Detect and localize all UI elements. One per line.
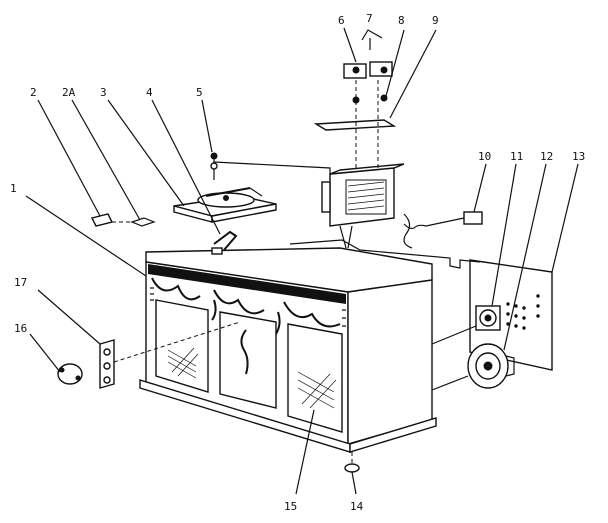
callout-2a: 2A xyxy=(62,86,76,99)
cabinet-foot xyxy=(344,452,360,473)
woofer-speaker xyxy=(467,343,515,389)
callout-9: 9 xyxy=(432,14,439,27)
mounting-bracket xyxy=(313,61,397,168)
callout-1: 1 xyxy=(10,182,17,195)
tweeter-speaker xyxy=(475,305,501,331)
arm-part-4 xyxy=(211,230,238,255)
amplifier-chassis xyxy=(321,163,405,249)
callout-13: 13 xyxy=(572,150,585,163)
callout-10: 10 xyxy=(478,150,491,163)
callout-17: 17 xyxy=(14,276,27,289)
callout-4: 4 xyxy=(146,86,153,99)
callout-11: 11 xyxy=(510,150,523,163)
clip-part-2a xyxy=(112,217,156,227)
hatch-right-panel xyxy=(297,371,337,409)
callout-8: 8 xyxy=(398,14,405,27)
callout-12: 12 xyxy=(540,150,553,163)
vent-holes xyxy=(506,294,540,330)
callout-6: 6 xyxy=(338,14,345,27)
callout-2: 2 xyxy=(30,86,37,99)
ring-part-16 xyxy=(57,363,83,385)
leader-lines xyxy=(25,27,579,495)
callout-5: 5 xyxy=(196,86,203,99)
console-cabinet xyxy=(139,247,437,453)
changer-wire xyxy=(210,152,331,180)
callout-7-bracket xyxy=(361,29,383,41)
callout-7: 7 xyxy=(366,12,373,25)
chassis-hatch xyxy=(347,181,385,211)
hatch-left-panel xyxy=(167,347,199,379)
cord-plug xyxy=(403,211,483,249)
callout-labels: 1 2 2A 3 4 5 6 7 8 9 10 11 12 13 14 15 1… xyxy=(10,12,585,513)
callout-3: 3 xyxy=(100,86,107,99)
callout-14: 14 xyxy=(350,500,364,513)
knob-part-2 xyxy=(90,213,114,227)
callout-15: 15 xyxy=(284,500,297,513)
callout-16: 16 xyxy=(14,322,27,335)
record-changer xyxy=(173,187,277,223)
speaker-leader-lines xyxy=(431,325,477,391)
back-panel xyxy=(289,239,553,371)
hinge-part-17 xyxy=(99,321,241,389)
